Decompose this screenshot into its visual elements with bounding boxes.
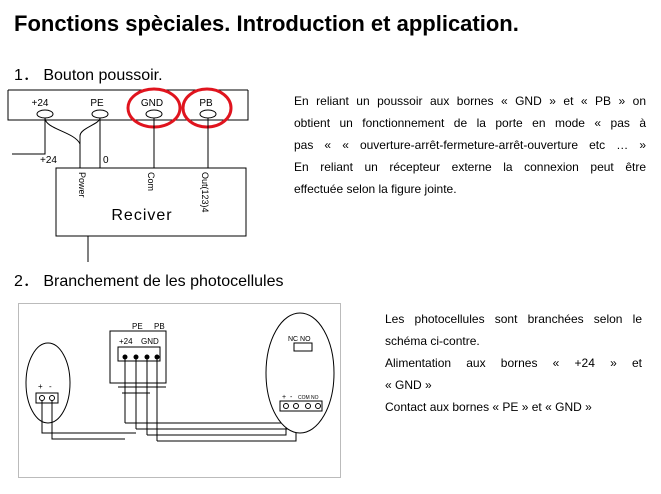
section1-heading: 1． Bouton poussoir. xyxy=(14,61,163,85)
section2-line: Alimentation aux bornes « +24 » et xyxy=(385,356,642,370)
receiver-box xyxy=(55,167,247,237)
left-photocell xyxy=(25,342,71,424)
receiver-pin-out: Out(123)4 xyxy=(200,172,210,213)
section1-paragraph: En reliant un poussoir aux bornes « GND … xyxy=(294,90,646,200)
left-unit-minus: - xyxy=(49,382,52,391)
right-unit-nc-no: NC NO xyxy=(288,336,311,343)
terminal-label-24: +24 xyxy=(32,98,49,109)
label-24: +24 xyxy=(119,337,133,346)
receiver-label: Reciver xyxy=(111,207,172,224)
receiver-pin-com: Com xyxy=(146,172,156,191)
section1-line: En reliant un récepteur externe la conne… xyxy=(294,160,646,174)
terminal-label-pe: PE xyxy=(90,98,104,109)
terminal-label-pb: PB xyxy=(199,98,213,109)
wire-label-0: 0 xyxy=(103,155,109,166)
section1-line: obtient un fonctionnement de la porte en… xyxy=(294,116,646,130)
wire-label-24: +24 xyxy=(40,155,57,166)
section2-number: 2． xyxy=(14,273,39,290)
label-pe: PE xyxy=(132,322,143,331)
page-title: Fonctions spèciales. Introduction et app… xyxy=(14,11,519,36)
terminal-screw xyxy=(199,109,217,119)
section2-line: Les photocellules sont branchées selon l… xyxy=(385,312,642,326)
section2-line: Contact aux bornes « PE » et « GND » xyxy=(385,400,592,414)
terminal-screw xyxy=(36,109,54,119)
right-unit-plus: + xyxy=(282,394,286,401)
section1-number: 1． xyxy=(14,67,39,84)
section2-paragraph: Les photocellules sont branchées selon l… xyxy=(385,308,642,418)
section1-title: Bouton poussoir. xyxy=(43,67,163,84)
section2-title: Branchement de les photocellules xyxy=(43,273,284,290)
push-button-diagram: +24 PE GND PB +24 0 Power Com Out(123)4 … xyxy=(7,87,249,262)
pb-highlight-circle xyxy=(181,87,233,129)
right-unit-minus: - xyxy=(290,394,293,401)
label-pb: PB xyxy=(154,322,165,331)
section2-line: « GND » xyxy=(385,378,432,392)
photocell-diagram: + - PE PB +24 GND NC NO + - COM NO xyxy=(18,303,341,478)
section2-line: schéma ci-contre. xyxy=(385,334,480,348)
section1-line: effectuée selon la figure jointe. xyxy=(294,182,457,196)
left-unit-plus: + xyxy=(38,382,43,391)
section1-line: En reliant un poussoir aux bornes « GND … xyxy=(294,94,646,108)
label-gnd: GND xyxy=(141,337,159,346)
terminal-screw xyxy=(91,109,109,119)
section2-heading: 2． Branchement de les photocellules xyxy=(14,267,284,291)
right-unit-com-no: COM NO xyxy=(298,395,319,401)
section1-line: pas « « ouverture-arrêt-fermeture-arrêt-… xyxy=(294,138,646,152)
terminal-label-gnd: GND xyxy=(141,98,163,109)
terminal-screw xyxy=(145,109,163,119)
receiver-pin-power: Power xyxy=(77,172,87,198)
right-photocell xyxy=(265,312,335,434)
